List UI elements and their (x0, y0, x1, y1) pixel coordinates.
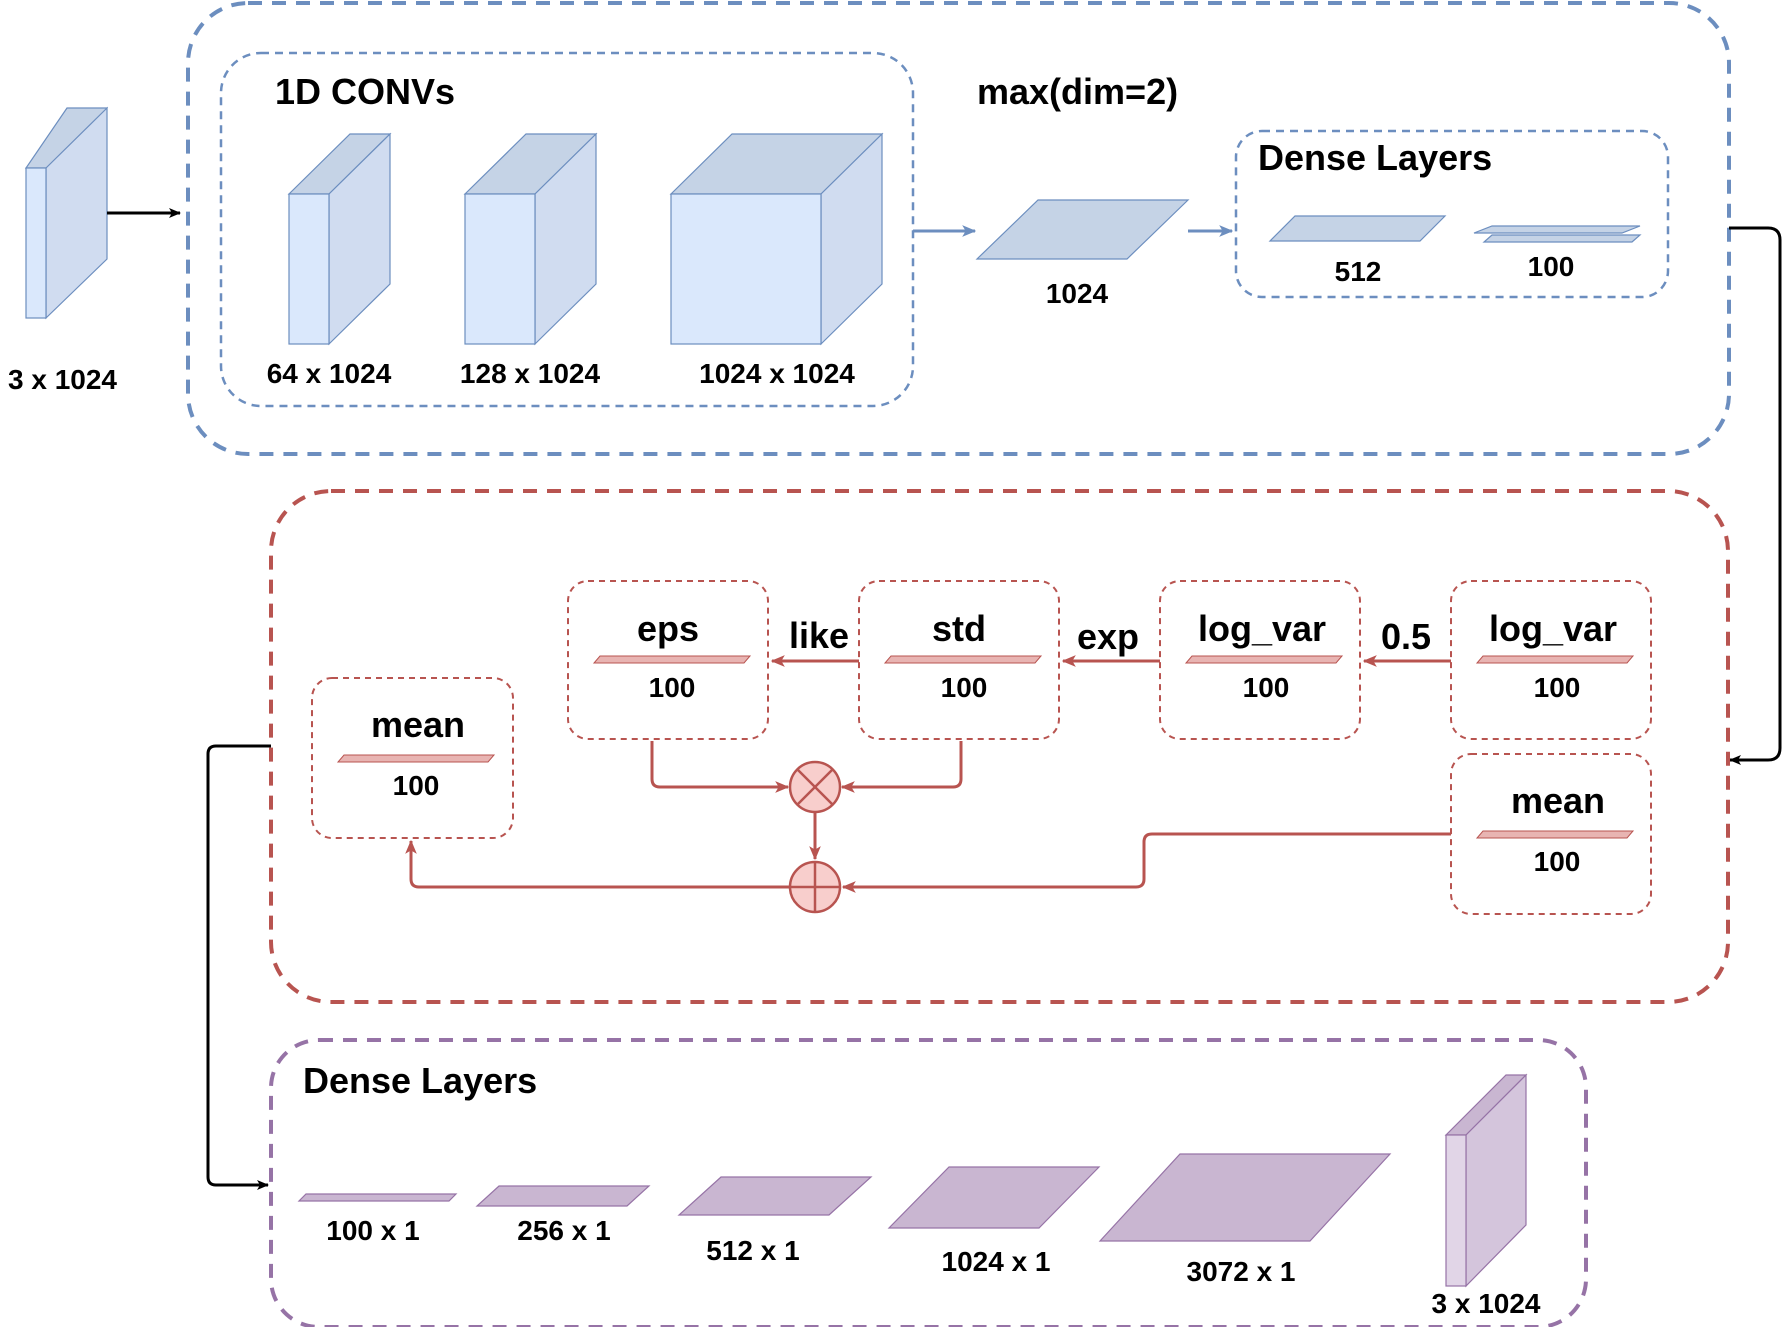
log-var-in-node: log_var 100 (1450, 580, 1652, 740)
sampler-section: eps 100 std 100 log_var 100 log_var 100 (269, 489, 1730, 1004)
encoder-section: 3 x 1024 1D CONVs 64 x 1024 128 x 1024 1… (8, 1, 1731, 456)
pool-layer-plane (975, 199, 1190, 260)
eps-to-multiply-connector (650, 741, 790, 793)
std-node: std 100 (858, 580, 1060, 740)
mean-out-node: mean 100 (311, 677, 514, 839)
decoder-layer-plane (297, 1193, 458, 1202)
decoder-group-border (269, 1038, 1588, 1327)
decoder-layer-label: 256 x 1 (517, 1215, 610, 1246)
conv-layer-label: 1024 x 1024 (699, 358, 855, 389)
mean-to-add-connector (841, 832, 1451, 893)
edge-label-half: 0.5 (1381, 616, 1431, 657)
sampler-group-border (269, 489, 1730, 1004)
conv-layer-block (463, 132, 598, 346)
dense-layer-label: 100 (1528, 251, 1575, 282)
decoder-layer-plane (887, 1166, 1101, 1229)
conv-layer-block (287, 132, 392, 346)
mean-in-node: mean 100 (1450, 753, 1652, 915)
conv-layer-block (669, 132, 884, 346)
log-var-out-vector (1184, 655, 1344, 664)
decoder-layer-label: 3072 x 1 (1187, 1256, 1296, 1287)
std-title: std (932, 608, 986, 649)
log-var-out-title: log_var (1198, 608, 1326, 649)
conv-group-title: 1D CONVs (275, 71, 455, 112)
eps-size: 100 (649, 672, 696, 703)
std-vector (883, 655, 1043, 664)
input-tensor (24, 106, 109, 320)
pool-title: max(dim=2) (977, 71, 1178, 112)
decoder-layer-plane (475, 1185, 651, 1207)
conv-layer-label: 64 x 1024 (267, 358, 392, 389)
mean-in-title: mean (1511, 780, 1605, 821)
decoder-group-title: Dense Layers (303, 1060, 537, 1101)
output-tensor (1444, 1073, 1528, 1288)
log-var-in-vector (1475, 655, 1635, 664)
decoder-layer-label: 512 x 1 (706, 1235, 799, 1266)
conv-group-border (219, 51, 915, 408)
mean-out-size: 100 (393, 770, 440, 801)
edge-label-like: like (789, 615, 849, 656)
mean-in-vector (1475, 830, 1635, 839)
output-label: 3 x 1024 (1432, 1288, 1541, 1319)
mean-out-vector (336, 754, 496, 763)
decoder-layer-label: 100 x 1 (326, 1215, 419, 1246)
edge-label-exp: exp (1077, 616, 1139, 657)
encoder-to-sampler-connector (1729, 226, 1782, 765)
add-to-mean-connector (405, 839, 790, 889)
log-var-out-size: 100 (1243, 672, 1290, 703)
decoder-layer-plane (677, 1176, 873, 1216)
add-icon (788, 860, 842, 914)
std-to-multiply-connector (840, 741, 963, 793)
sampler-to-decoder-connector (206, 744, 271, 1190)
mean-out-title: mean (371, 704, 465, 745)
decoder-layer-plane (1098, 1153, 1392, 1242)
eps-node: eps 100 (567, 580, 769, 740)
log-var-in-size: 100 (1534, 672, 1581, 703)
conv-layer-label: 128 x 1024 (460, 358, 601, 389)
dense-layer-plane (1473, 225, 1642, 243)
eps-title: eps (637, 608, 699, 649)
pool-label: 1024 (1046, 278, 1109, 309)
input-label: 3 x 1024 (8, 364, 117, 395)
encoder-dense-group-border (1234, 129, 1670, 299)
dense-layer-label: 512 (1335, 256, 1382, 287)
log-var-out-node: log_var 100 (1159, 580, 1361, 740)
dense-layer-plane (1268, 215, 1447, 242)
std-size: 100 (941, 672, 988, 703)
multiply-icon (788, 760, 842, 814)
mean-in-size: 100 (1534, 846, 1581, 877)
decoder-section: Dense Layers 100 x 1 256 x 1 512 x 1 102… (269, 1038, 1588, 1327)
log-var-in-title: log_var (1489, 608, 1617, 649)
eps-vector (592, 655, 752, 664)
decoder-layer-label: 1024 x 1 (942, 1246, 1051, 1277)
encoder-dense-group-title: Dense Layers (1258, 137, 1492, 178)
